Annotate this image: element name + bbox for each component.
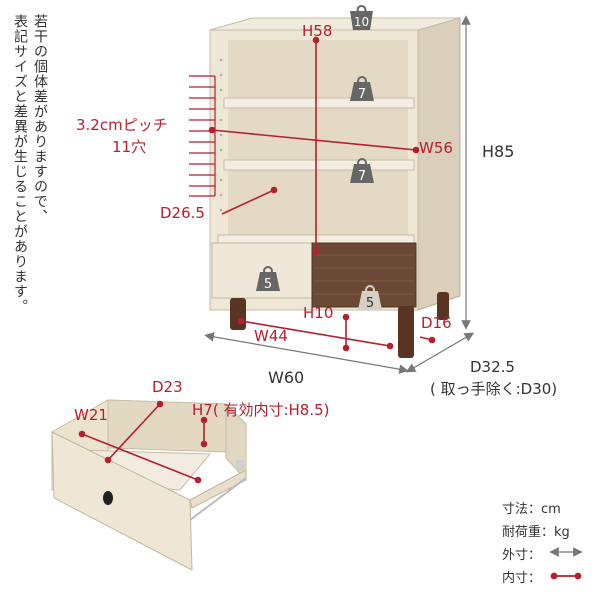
dim-w60: W60 <box>268 368 305 387</box>
dim-pitch: 3.2cmピッチ <box>76 116 168 134</box>
inner-line-icon <box>550 572 582 580</box>
bookcase-side-panel <box>417 17 461 311</box>
leg-front-right <box>398 306 414 358</box>
drawer-detail <box>51 399 247 571</box>
legend-units: 寸法：cm <box>502 502 561 517</box>
load-top: 10 <box>354 15 369 29</box>
dim-d32-5: D32.5 <box>470 358 515 376</box>
dim-d30-note: ( 取っ手除く:D30) <box>430 380 558 398</box>
load-shelf1: 7 <box>358 87 366 102</box>
leg-front-left <box>230 298 246 330</box>
legend-inner: 内寸： <box>502 571 542 586</box>
weight-icon <box>358 285 382 310</box>
dim-d26-5: D26.5 <box>160 204 205 222</box>
shelf-pitch-marker <box>189 75 216 197</box>
dim-w56: W56 <box>419 139 453 157</box>
load-drawer-right: 5 <box>366 296 374 311</box>
load-drawer-left: 5 <box>264 277 272 292</box>
dim-h58: H58 <box>302 22 333 40</box>
shelf-2 <box>223 159 415 171</box>
note-individual-difference: 若干の個体差がありますので、 <box>32 14 48 224</box>
bookcase-top-board <box>209 17 461 31</box>
leg-back-right <box>437 292 449 320</box>
weight-icon <box>350 5 373 30</box>
dim-h85: H85 <box>482 142 515 161</box>
legend-load: 耐荷重：kg <box>502 525 570 540</box>
note-size-variance: 表記サイズと差異が生じることがあります。 <box>12 14 28 314</box>
dim-w21: W21 <box>74 406 108 424</box>
dim-h10: H10 <box>303 304 334 322</box>
weight-icon <box>350 76 374 101</box>
weight-icon <box>256 266 280 291</box>
weight-icon <box>350 158 374 183</box>
dim-h7: H7( 有効内寸:H8.5) <box>192 401 330 419</box>
shelf-1 <box>223 97 415 109</box>
bookcase <box>209 17 461 358</box>
dim-d23: D23 <box>152 378 183 396</box>
dim-d16: D16 <box>421 314 452 332</box>
drawer-knob <box>103 491 113 505</box>
load-shelf2: 7 <box>358 169 366 184</box>
shelf-peg-holes <box>219 58 223 212</box>
legend-outer: 外寸： <box>502 548 542 563</box>
dim-holes: 11穴 <box>112 138 147 156</box>
dim-w44: W44 <box>254 327 288 345</box>
outer-dimension-lines <box>204 15 475 374</box>
